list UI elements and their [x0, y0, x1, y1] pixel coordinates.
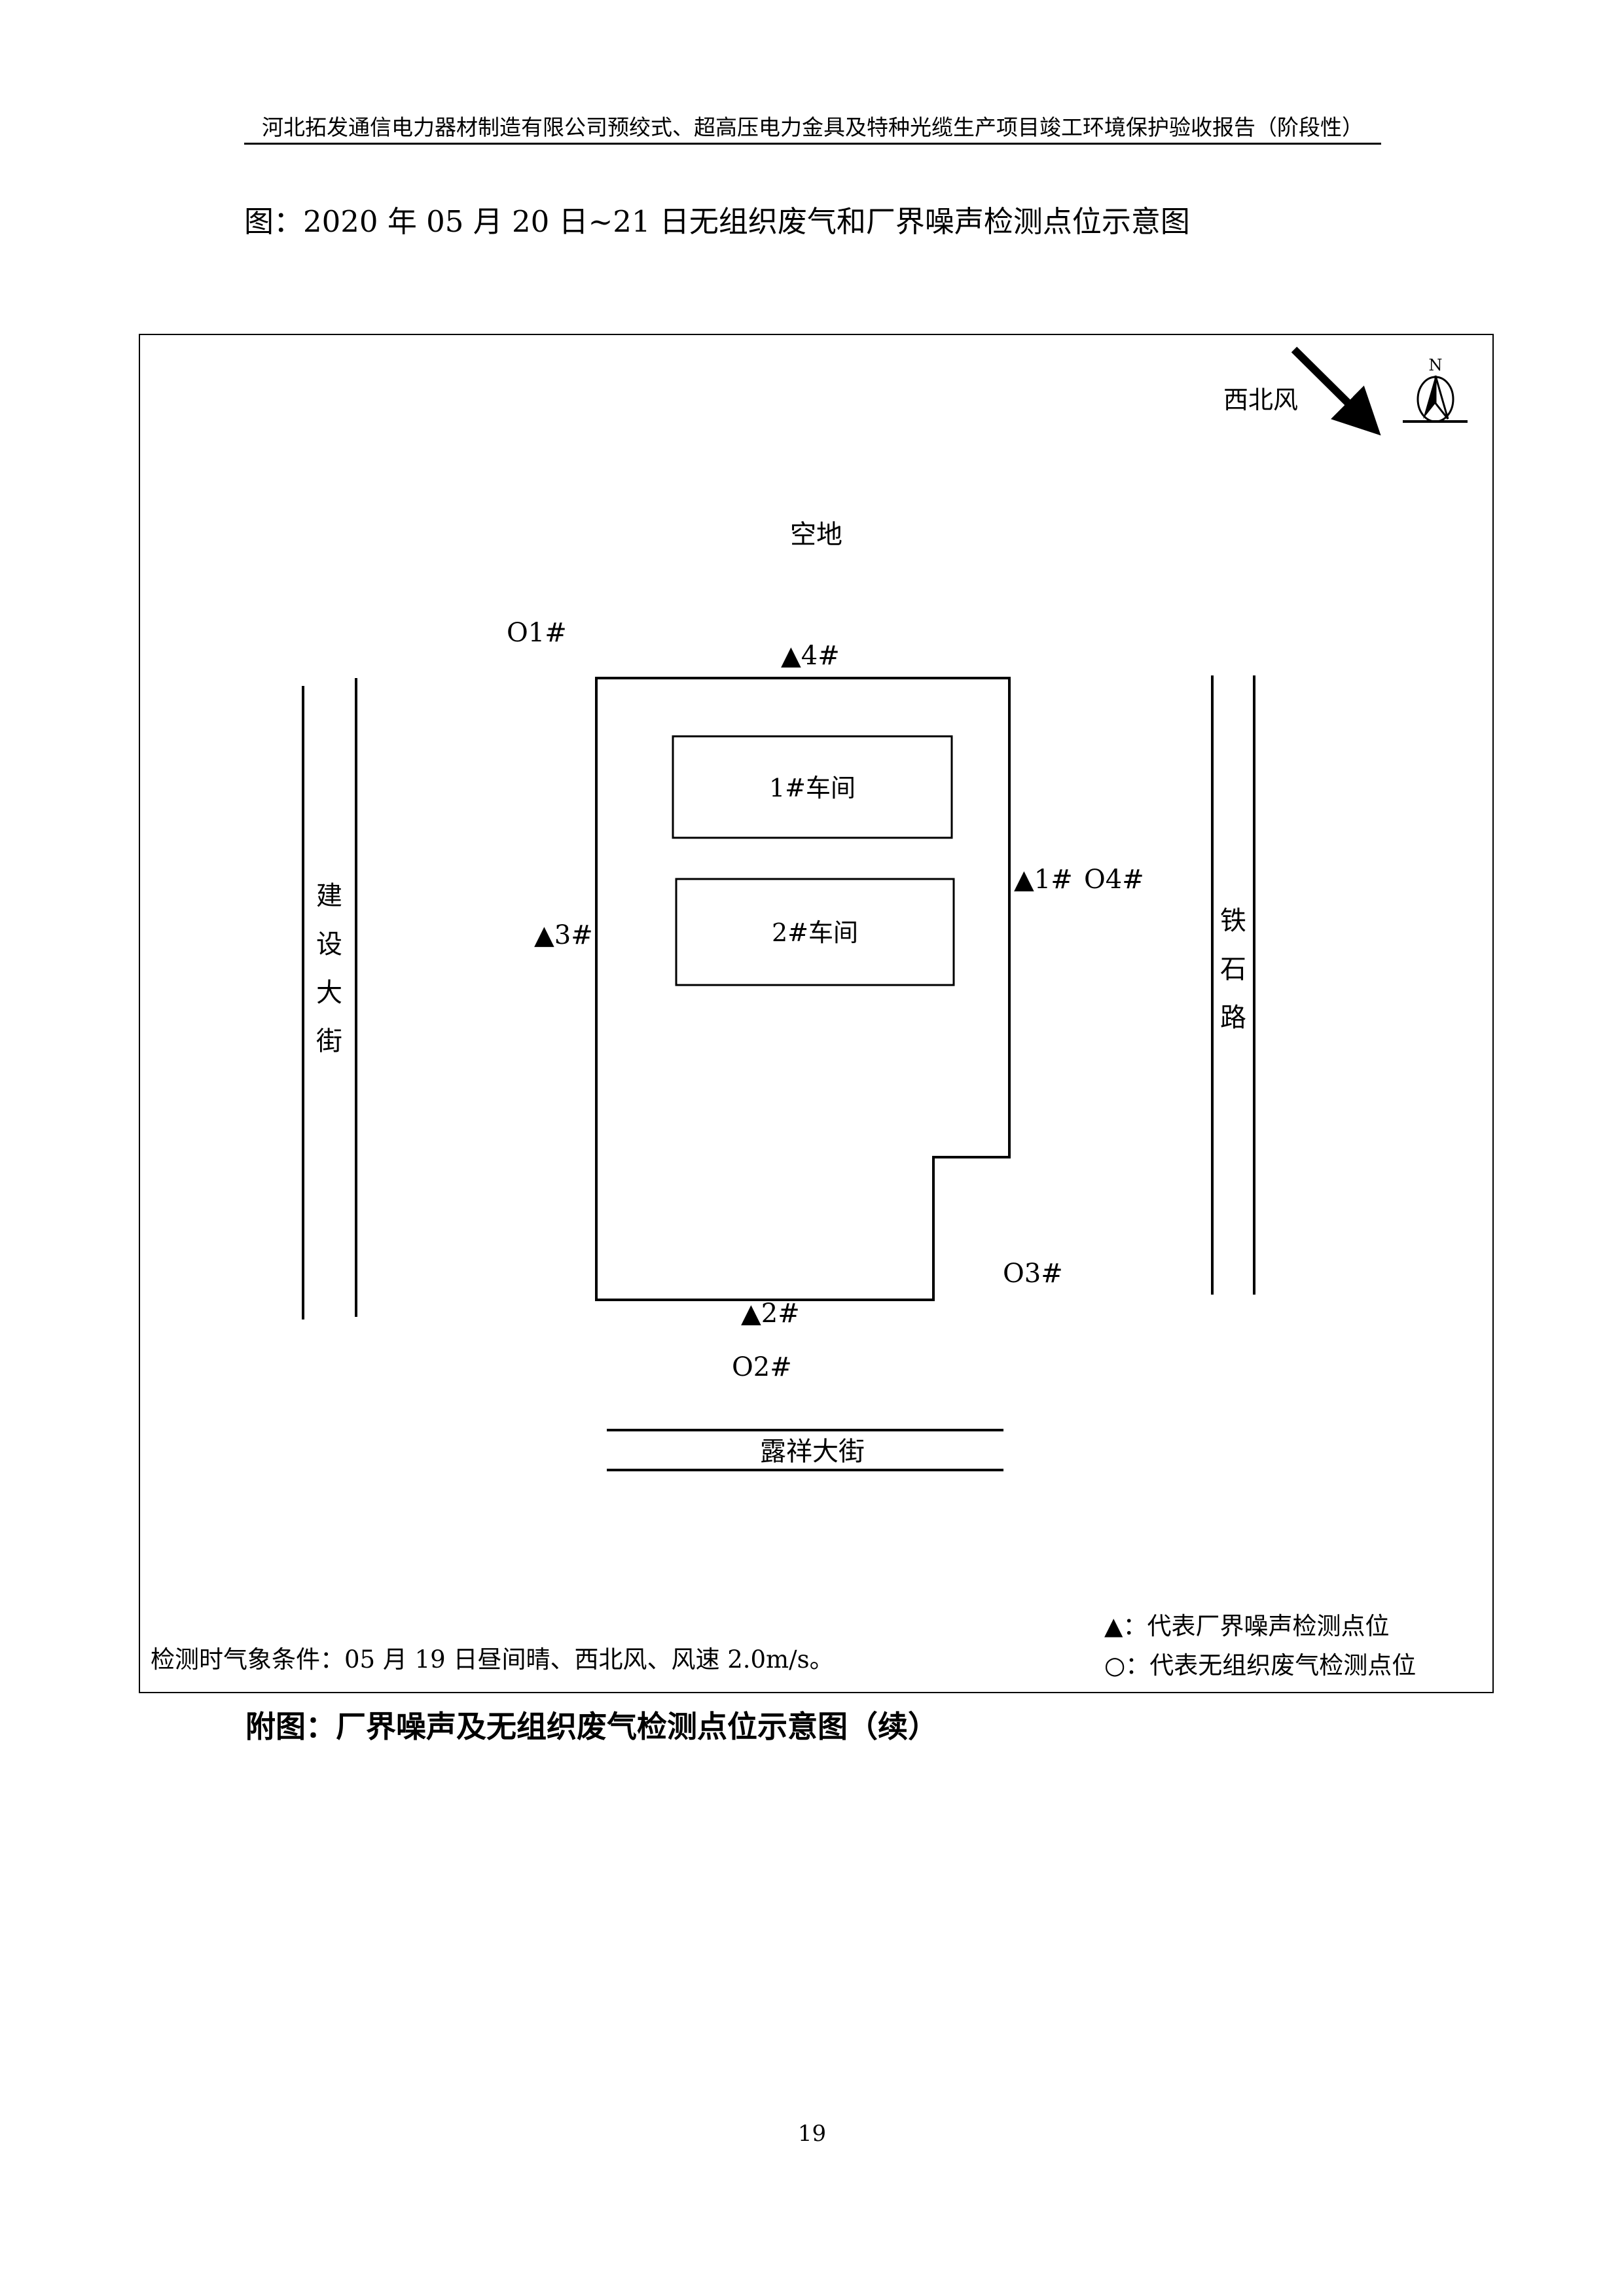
bottom-caption: 附图：厂界噪声及无组织废气检测点位示意图（续）: [245, 1709, 938, 1744]
diagram-frame: 西北风 N 空地 1#车间 2#车间 建 设 大 街: [139, 334, 1494, 1693]
road-south: 露祥大街: [607, 1429, 1003, 1471]
workshop-2-box: [675, 878, 955, 986]
road-east-char: 路: [1220, 1003, 1246, 1033]
road-south-label: 露祥大街: [760, 1437, 865, 1467]
workshop-2-label: 2#车间: [772, 918, 858, 947]
noise-point-2: ▲2#: [741, 1299, 800, 1329]
road-west: 建 设 大 街: [302, 678, 357, 1319]
site-map: 西北风 N 空地 1#车间 2#车间 建 设 大 街: [151, 346, 1468, 1679]
road-east-char: 石: [1220, 954, 1246, 984]
header-text: 河北拓发通信电力器材制造有限公司预绞式、超高压电力金具及特种光缆生产项目竣工环境…: [262, 115, 1363, 140]
noise-point-4: ▲4#: [781, 641, 840, 671]
plant-boundary: [595, 677, 1011, 1301]
gas-point-3: O3#: [1003, 1259, 1063, 1289]
north-compass-icon: N: [1403, 356, 1468, 423]
road-east: 铁 石 路: [1211, 675, 1255, 1295]
road-west-char: 设: [316, 929, 342, 960]
workshop-1-box: [672, 735, 953, 839]
workshop-1-label: 1#车间: [769, 774, 856, 802]
header-rule: [244, 143, 1381, 145]
gas-point-4: O4#: [1084, 865, 1144, 895]
gas-point-2: O2#: [732, 1352, 792, 1382]
legend-noise: ▲：代表厂界噪声检测点位: [1104, 1612, 1389, 1640]
open-area-label: 空地: [790, 520, 842, 550]
noise-point-1: ▲1#: [1014, 865, 1073, 895]
road-west-char: 建: [316, 881, 342, 911]
road-east-char: 铁: [1220, 906, 1246, 936]
wind-direction-arrow-icon: [1291, 346, 1381, 436]
weather-note: 检测时气象条件：05 月 19 日昼间晴、西北风、风速 2.0m/s。: [151, 1645, 834, 1674]
road-west-char: 大: [316, 978, 342, 1008]
legend-gas: ○：代表无组织废气检测点位: [1104, 1651, 1416, 1679]
north-label: N: [1429, 356, 1443, 374]
wind-label: 西北风: [1223, 386, 1298, 414]
noise-point-3: ▲3#: [534, 920, 593, 950]
gas-point-1: O1#: [507, 618, 567, 648]
figure-caption: 图：2020 年 05 月 20 日~21 日无组织废气和厂界噪声检测点位示意图: [244, 204, 1190, 239]
road-west-char: 街: [316, 1026, 342, 1056]
page-number: 19: [797, 2121, 827, 2147]
